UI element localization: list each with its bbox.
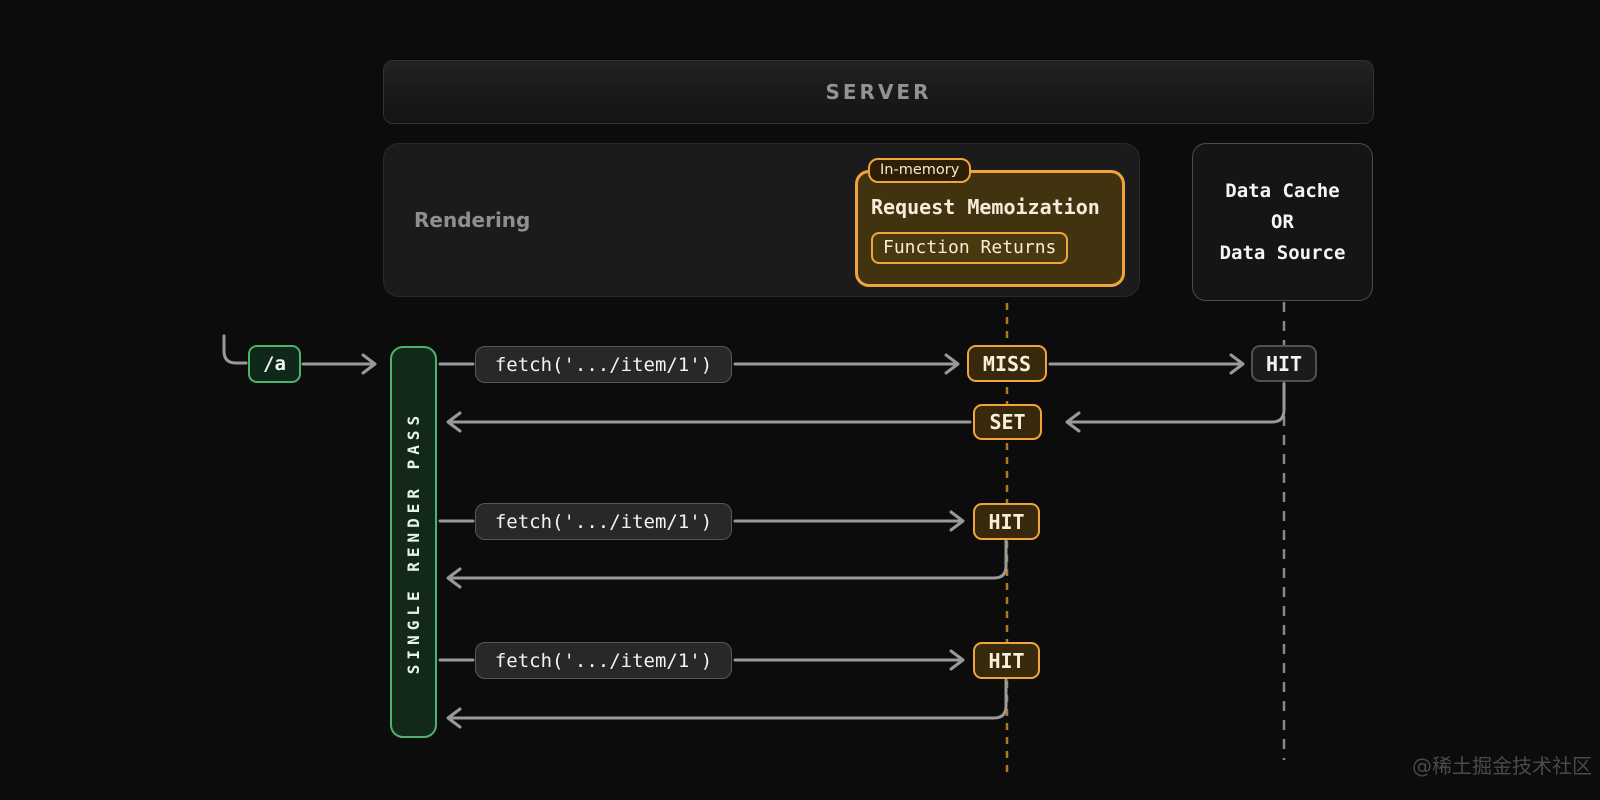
server-label: SERVER — [825, 80, 932, 104]
data-cache-or: OR — [1271, 210, 1294, 233]
request-memoization-box: In-memory Request Memoization Function R… — [855, 158, 1125, 287]
route-chip: /a — [248, 345, 301, 383]
data-cache-box: Data Cache OR Data Source — [1192, 143, 1373, 301]
fetch-call-1-label: fetch('.../item/1') — [494, 353, 713, 376]
data-cache-line: Data Cache — [1225, 179, 1340, 202]
data-source-line: Data Source — [1219, 241, 1346, 264]
hit-badge-1: HIT — [973, 503, 1040, 540]
hit3-return-arrow — [448, 678, 1008, 720]
cache-hit-badge: HIT — [1251, 345, 1317, 382]
fetch-call-1: fetch('.../item/1') — [475, 346, 732, 383]
route-entry-hook — [222, 334, 248, 365]
hit2-return-arrow — [448, 539, 1008, 580]
watermark: @稀土掘金技术社区 — [1412, 754, 1592, 778]
single-render-pass-label: SINGLE RENDER PASS — [404, 410, 424, 674]
fetch-call-2-label: fetch('.../item/1') — [494, 510, 713, 533]
request-memoization-title: Request Memoization — [871, 195, 1100, 219]
fetch-call-3-label: fetch('.../item/1') — [494, 649, 713, 672]
fetch-call-3: fetch('.../item/1') — [475, 642, 732, 679]
fetch-call-2: fetch('.../item/1') — [475, 503, 732, 540]
route-label: /a — [263, 353, 286, 375]
in-memory-badge: In-memory — [868, 158, 972, 183]
hit-badge-2: HIT — [973, 642, 1040, 679]
function-returns-chip: Function Returns — [871, 232, 1069, 264]
single-render-pass-bar: SINGLE RENDER PASS — [390, 346, 437, 738]
server-box: SERVER — [383, 60, 1374, 124]
miss-badge: MISS — [967, 345, 1047, 382]
cache-to-set-arrow — [1067, 382, 1286, 424]
rendering-label: Rendering — [414, 208, 531, 232]
set-badge: SET — [973, 404, 1042, 440]
